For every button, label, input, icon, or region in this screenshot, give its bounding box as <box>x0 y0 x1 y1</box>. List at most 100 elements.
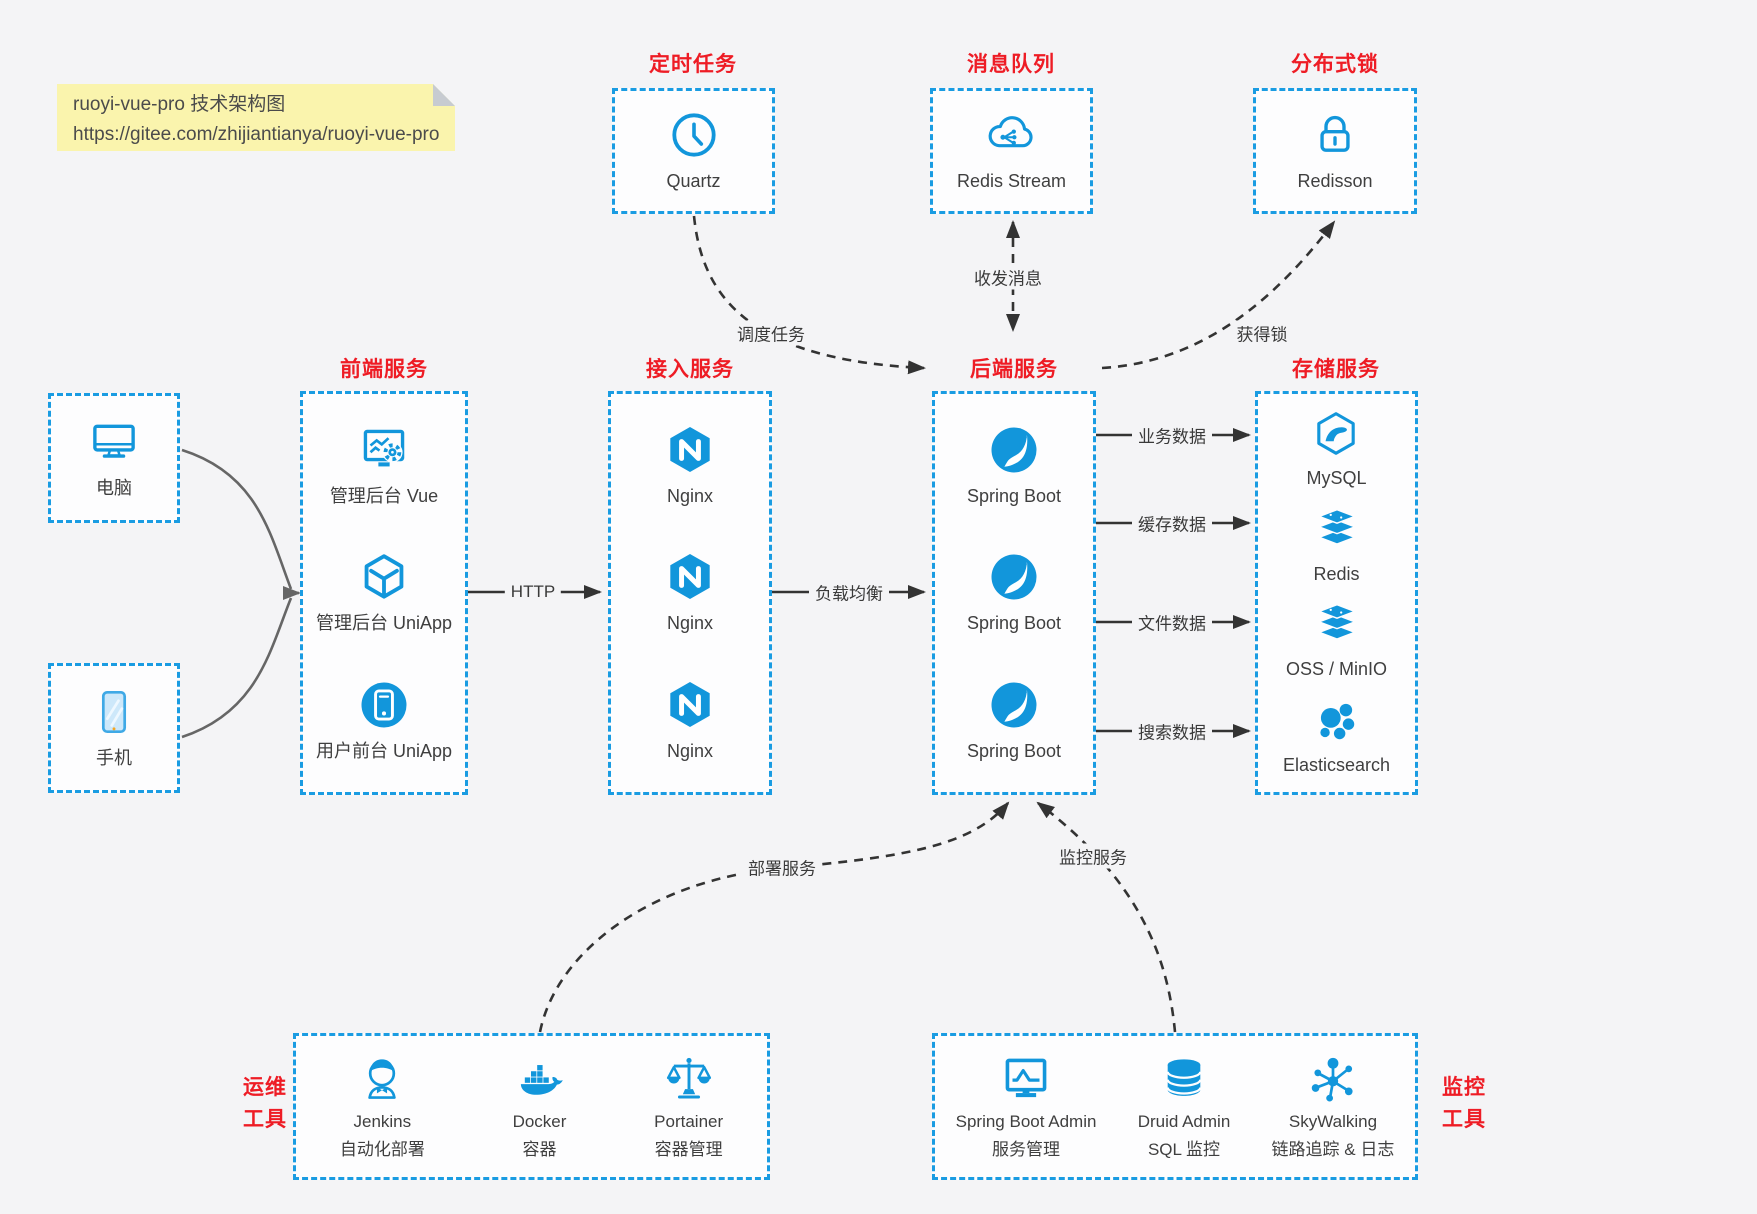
node-elasticsearch: Elasticsearch <box>1283 696 1390 777</box>
node-label: Jenkins <box>353 1111 412 1131</box>
edge-label-acquire-lock: 获得锁 <box>1230 320 1294 346</box>
node-label: MySQL <box>1306 468 1367 489</box>
node-label: Nginx <box>666 740 714 761</box>
node-label: 手机 <box>96 748 132 769</box>
node-label: Spring Boot <box>966 740 1062 761</box>
node-label: Elasticsearch <box>1282 754 1391 775</box>
druid-icon <box>1157 1052 1211 1106</box>
clock-icon <box>667 108 721 162</box>
node-label: Nginx <box>666 486 714 507</box>
docker-icon <box>513 1052 567 1106</box>
spring-boot-icon <box>987 550 1041 604</box>
edge-mobile-to-frontend <box>181 597 293 739</box>
box-desktop-client: 电脑 <box>48 393 180 523</box>
title-message-queue: 消息队列 <box>967 53 1055 76</box>
desktop-icon <box>87 415 141 469</box>
node-sublabel: 服务管理 <box>992 1139 1061 1159</box>
title-backend-services: 后端服务 <box>970 358 1058 381</box>
mysql-icon <box>1311 409 1361 459</box>
uniapp-cube-icon <box>357 550 411 604</box>
node-quartz: Quartz <box>666 108 721 193</box>
node-mysql: MySQL <box>1306 409 1367 490</box>
edge-label-file-data: 文件数据 <box>1132 609 1212 635</box>
node-nginx-1: Nginx <box>663 423 717 508</box>
mobile-icon <box>87 685 141 739</box>
node-label: Redis <box>1313 563 1360 584</box>
node-redis-stream: Redis Stream <box>957 108 1066 193</box>
edge-label-deploy-service: 部署服务 <box>742 854 822 880</box>
edge-label-http: HTTP <box>504 582 562 602</box>
node-jenkins: Jenkins 自动化部署 <box>340 1052 425 1162</box>
node-sublabel: SQL 监控 <box>1147 1139 1221 1159</box>
edge-label-business-data: 业务数据 <box>1132 422 1212 448</box>
redis-icon <box>1312 505 1362 555</box>
node-springboot-3: Spring Boot <box>967 678 1061 763</box>
edge-label-monitor-service: 监控服务 <box>1053 843 1133 869</box>
node-sublabel: 链路追踪 & 日志 <box>1271 1139 1395 1159</box>
user-app-icon <box>357 678 411 732</box>
box-monitor-tools: Spring Boot Admin 服务管理 Druid Admin SQL 监… <box>932 1033 1418 1180</box>
jenkins-icon <box>355 1052 409 1106</box>
node-desktop: 电脑 <box>87 415 141 500</box>
box-frontend-services: 管理后台 Vue 管理后台 UniApp 用户前台 UniApp <box>300 391 468 795</box>
edge-label-schedule-task: 调度任务 <box>731 320 811 346</box>
box-redis-stream: Redis Stream <box>930 88 1093 214</box>
node-label: OSS / MinIO <box>1285 659 1388 680</box>
node-springboot-2: Spring Boot <box>967 550 1061 635</box>
edge-label-send-receive: 收发消息 <box>968 264 1048 290</box>
node-admin-vue: 管理后台 Vue <box>330 423 438 508</box>
node-admin-uniapp: 管理后台 UniApp <box>316 550 452 635</box>
title-frontend-services: 前端服务 <box>340 358 428 381</box>
node-label: SkyWalking <box>1288 1111 1378 1131</box>
spring-boot-admin-icon <box>999 1052 1053 1106</box>
nginx-icon <box>663 550 717 604</box>
node-spring-boot-admin: Spring Boot Admin 服务管理 <box>956 1052 1096 1162</box>
title-storage-services: 存储服务 <box>1292 358 1380 381</box>
node-label: 管理后台 Vue <box>329 486 439 507</box>
nginx-icon <box>663 678 717 732</box>
node-redis: Redis <box>1312 505 1362 586</box>
node-label: Redis Stream <box>956 171 1067 192</box>
node-label: Docker <box>512 1111 567 1131</box>
edge-desktop-to-frontend <box>181 448 293 590</box>
title-ops-tools: 运维 工具 <box>243 1076 287 1131</box>
skywalking-icon <box>1306 1052 1360 1106</box>
node-label: 用户前台 UniApp <box>315 740 453 761</box>
edge-deploy-service <box>538 801 1010 1033</box>
edge-label-cache-data: 缓存数据 <box>1132 510 1212 536</box>
node-label: Portainer <box>654 1111 724 1131</box>
node-label: 电脑 <box>96 478 132 499</box>
oss-icon <box>1312 600 1362 650</box>
elasticsearch-icon <box>1311 696 1361 746</box>
edge-acquire-lock <box>1101 220 1336 370</box>
portainer-icon <box>662 1052 716 1106</box>
spring-boot-icon <box>987 423 1041 477</box>
nginx-icon <box>663 423 717 477</box>
node-oss-minio: OSS / MinIO <box>1286 600 1387 681</box>
admin-vue-icon <box>357 423 411 477</box>
cloud-message-icon <box>984 108 1038 162</box>
box-storage-services: MySQL Redis OSS <box>1255 391 1418 795</box>
box-quartz: Quartz <box>612 88 775 214</box>
title-access-services: 接入服务 <box>646 358 734 381</box>
node-label: Spring Boot <box>966 486 1062 507</box>
node-nginx-2: Nginx <box>663 550 717 635</box>
box-access-services: Nginx Nginx Nginx <box>608 391 772 795</box>
note-title: ruoyi-vue-pro 技术架构图 <box>73 94 286 115</box>
sticky-note: ruoyi-vue-pro 技术架构图 https://gitee.com/zh… <box>57 84 455 151</box>
node-label: Druid Admin <box>1137 1111 1231 1131</box>
node-label: Redisson <box>1297 171 1373 192</box>
box-mobile-client: 手机 <box>48 663 180 793</box>
node-label: 管理后台 UniApp <box>315 613 453 634</box>
node-druid-admin: Druid Admin SQL 监控 <box>1137 1052 1231 1162</box>
box-redisson: Redisson <box>1253 88 1417 214</box>
node-label: Quartz <box>666 171 721 192</box>
note-url: https://gitee.com/zhijiantianya/ruoyi-vu… <box>73 124 440 146</box>
node-mobile: 手机 <box>87 685 141 770</box>
title-distributed-lock: 分布式锁 <box>1291 53 1379 76</box>
lock-icon <box>1308 108 1362 162</box>
node-springboot-1: Spring Boot <box>967 423 1061 508</box>
node-docker: Docker 容器 <box>513 1052 567 1162</box>
